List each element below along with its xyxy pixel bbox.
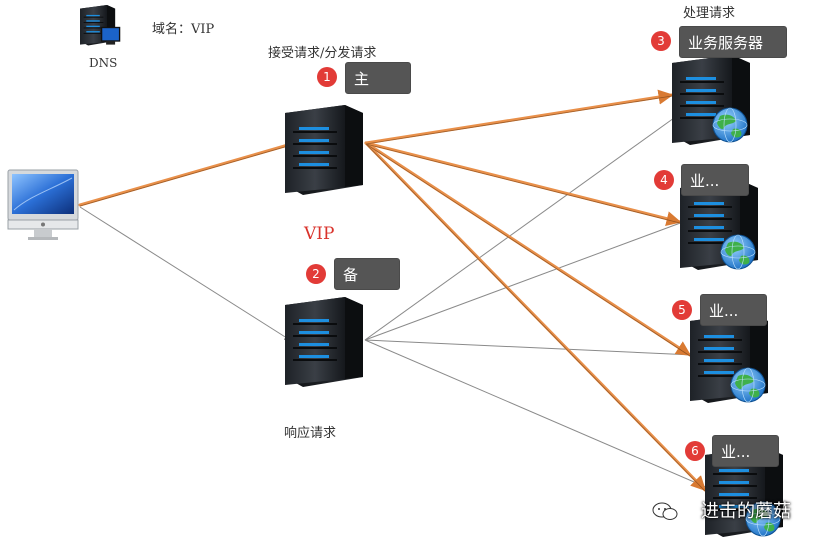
link-master-to-server-4 [364, 141, 707, 492]
callout-server-3: 业... [700, 294, 767, 326]
wechat-icon [652, 502, 678, 520]
load-balancer-master-icon [285, 105, 363, 195]
link-backup-to-server-3 [364, 339, 694, 356]
callout-badge-server-4: 6 [685, 441, 705, 461]
callout-server-1: 业务服务器 [679, 26, 787, 58]
link-backup-to-server-2 [364, 221, 684, 341]
globe-icon [720, 234, 756, 270]
dns-server-icon [80, 5, 121, 46]
callout-backup: 备 [334, 258, 400, 290]
callout-badge-backup: 2 [306, 264, 326, 284]
watermark: 进击的蘑菇 [701, 501, 791, 522]
callout-server-4: 业... [712, 435, 779, 467]
callout-server-2: 业... [681, 164, 749, 196]
response-label: 响应请求 [284, 426, 337, 441]
domain-label: 域名：VIP [152, 22, 215, 37]
link-master-to-server-3 [364, 141, 692, 357]
active-links [78, 89, 707, 492]
callout-badge-server-2: 4 [654, 170, 674, 190]
callout-badge-server-1: 3 [651, 31, 671, 51]
load-balancer-backup-icon [285, 297, 363, 387]
callout-badge-server-3: 5 [672, 300, 692, 320]
globe-icon [730, 367, 766, 403]
app-server-icon [690, 313, 768, 403]
dns-label: DNS [89, 56, 118, 70]
link-client-to-master [78, 143, 290, 207]
client-computer-icon [7, 169, 79, 240]
callout-master: 主 [345, 62, 411, 94]
globe-icon [712, 107, 748, 143]
passive-links [79, 117, 709, 489]
link-master-to-server-2 [364, 141, 682, 226]
link-backup-to-server-4 [364, 339, 709, 489]
handle-label: 处理请求 [683, 6, 736, 21]
app-server-icon [672, 55, 750, 145]
link-backup-to-server-1 [364, 117, 675, 341]
vip-label: VIP [304, 224, 335, 244]
link-master-to-server-1 [364, 89, 674, 145]
link-client-to-backup [79, 206, 291, 341]
callout-badge-master: 1 [317, 67, 337, 87]
forward-label: 接受请求/分发请求 [268, 46, 377, 61]
